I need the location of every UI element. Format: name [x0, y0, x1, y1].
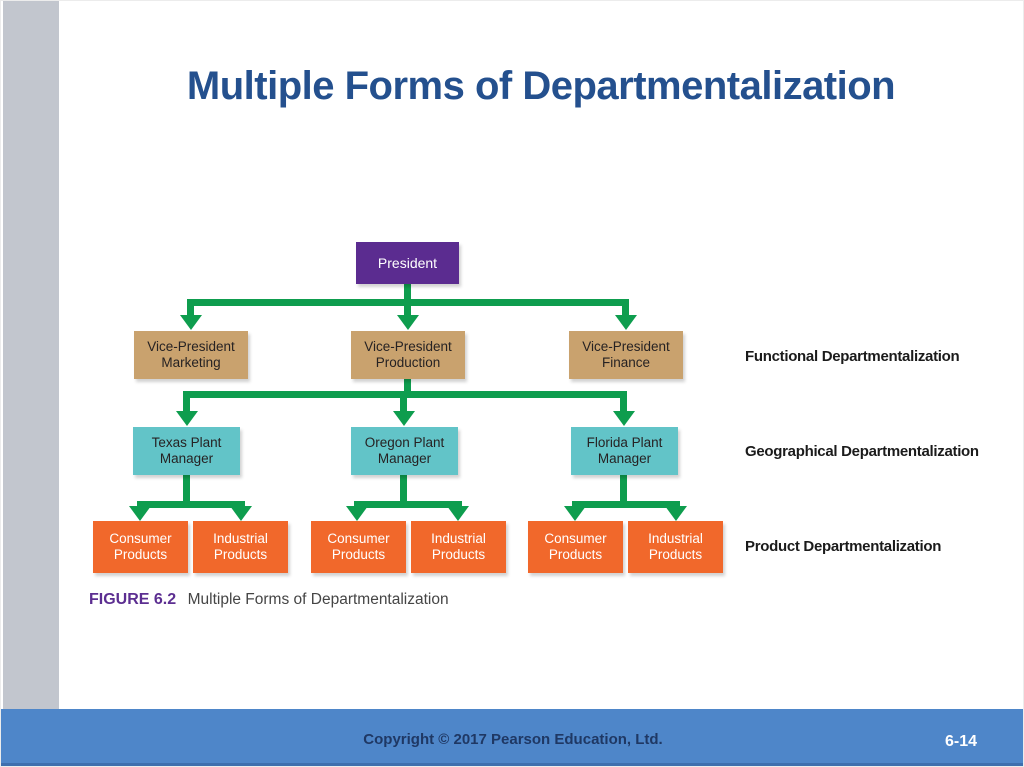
arrowhead-down-icon	[665, 506, 687, 521]
org-node-label: Products	[648, 547, 703, 562]
org-node-label: Manager	[597, 451, 652, 466]
org-node-label: Manager	[159, 451, 214, 466]
arrowhead-down-icon	[230, 506, 252, 521]
footer-page-number: 6-14	[944, 733, 977, 750]
title-row: Multiple Forms of Departmentalization	[59, 63, 1023, 109]
org-node-label: Vice-President	[364, 339, 452, 355]
org-node-consumer-products-2: Consumer Products	[311, 521, 406, 573]
org-node-florida-plant-manager: Florida Plant Manager	[571, 427, 678, 475]
arrowhead-down-icon	[564, 506, 586, 521]
org-node-label: Industrial	[213, 531, 268, 547]
arrowhead-down-icon	[176, 411, 198, 426]
org-node-label: Products	[548, 547, 603, 562]
org-node-label: Vice-President	[582, 339, 670, 355]
arrowhead-down-icon	[397, 315, 419, 330]
arrowhead-down-icon	[393, 411, 415, 426]
org-node-label: Industrial	[431, 531, 486, 547]
connector-stem	[622, 299, 629, 317]
connector-bar	[572, 501, 680, 508]
org-node-industrial-products-2: Industrial Products	[411, 521, 506, 573]
connector-stem	[404, 283, 411, 306]
connector-stem	[400, 474, 407, 504]
org-node-consumer-products-1: Consumer Products	[93, 521, 188, 573]
org-node-label: Manager	[377, 451, 432, 466]
arrowhead-down-icon	[615, 315, 637, 330]
connector-stem	[183, 474, 190, 504]
connector-bar	[137, 501, 245, 508]
side-label-product: Product Departmentalization	[745, 538, 942, 555]
org-node-oregon-plant-manager: Oregon Plant Manager	[351, 427, 458, 475]
org-node-vp-production: Vice-President Production	[351, 331, 465, 379]
org-node-label: Industrial	[648, 531, 703, 547]
org-node-label: Consumer	[109, 531, 172, 547]
org-node-label: Consumer	[327, 531, 390, 547]
org-node-label: Products	[113, 547, 168, 562]
connector-stem	[187, 299, 194, 317]
side-label-geographical: Geographical Departmentalization	[745, 443, 979, 460]
figure-caption-label: FIGURE 6.2	[89, 591, 177, 608]
org-node-industrial-products-1: Industrial Products	[193, 521, 288, 573]
arrowhead-down-icon	[346, 506, 368, 521]
footer-copyright: Copyright © 2017 Pearson Education, Ltd.	[363, 730, 663, 748]
arrowhead-down-icon	[180, 315, 202, 330]
org-node-vp-finance: Vice-President Finance	[569, 331, 683, 379]
org-node-label: Products	[431, 547, 486, 562]
connector-stem	[620, 474, 627, 504]
org-node-label: Production	[375, 355, 441, 370]
org-node-texas-plant-manager: Texas Plant Manager	[133, 427, 240, 475]
org-node-label: President	[377, 254, 438, 271]
slide-title: Multiple Forms of Departmentalization	[186, 64, 896, 108]
org-node-label: Marketing	[161, 355, 221, 370]
side-label-functional: Functional Departmentalization	[745, 348, 960, 365]
connector-stem	[404, 299, 411, 317]
org-node-label: Finance	[601, 355, 651, 370]
connector-bar	[354, 501, 462, 508]
org-node-label: Oregon Plant	[364, 435, 445, 451]
org-node-label: Consumer	[544, 531, 607, 547]
connector-stem	[404, 378, 411, 394]
org-node-label: Vice-President	[147, 339, 235, 355]
org-node-label: Florida Plant	[586, 435, 663, 451]
org-node-label: Products	[331, 547, 386, 562]
footer-bar: Copyright © 2017 Pearson Education, Ltd.…	[1, 709, 1023, 766]
org-node-label: Texas Plant	[151, 435, 222, 451]
arrowhead-down-icon	[447, 506, 469, 521]
figure-caption: FIGURE 6.2 Multiple Forms of Departmenta…	[89, 591, 449, 609]
connector-stem	[183, 391, 190, 412]
arrowhead-down-icon	[613, 411, 635, 426]
connector-stem	[400, 391, 407, 412]
figure-caption-text: Multiple Forms of Departmentalization	[187, 591, 449, 608]
org-node-industrial-products-3: Industrial Products	[628, 521, 723, 573]
left-accent-bar	[3, 1, 59, 709]
org-node-consumer-products-3: Consumer Products	[528, 521, 623, 573]
org-node-president: President	[356, 242, 459, 284]
org-node-vp-marketing: Vice-President Marketing	[134, 331, 248, 379]
org-node-label: Products	[213, 547, 268, 562]
arrowhead-down-icon	[129, 506, 151, 521]
connector-stem	[620, 391, 627, 412]
